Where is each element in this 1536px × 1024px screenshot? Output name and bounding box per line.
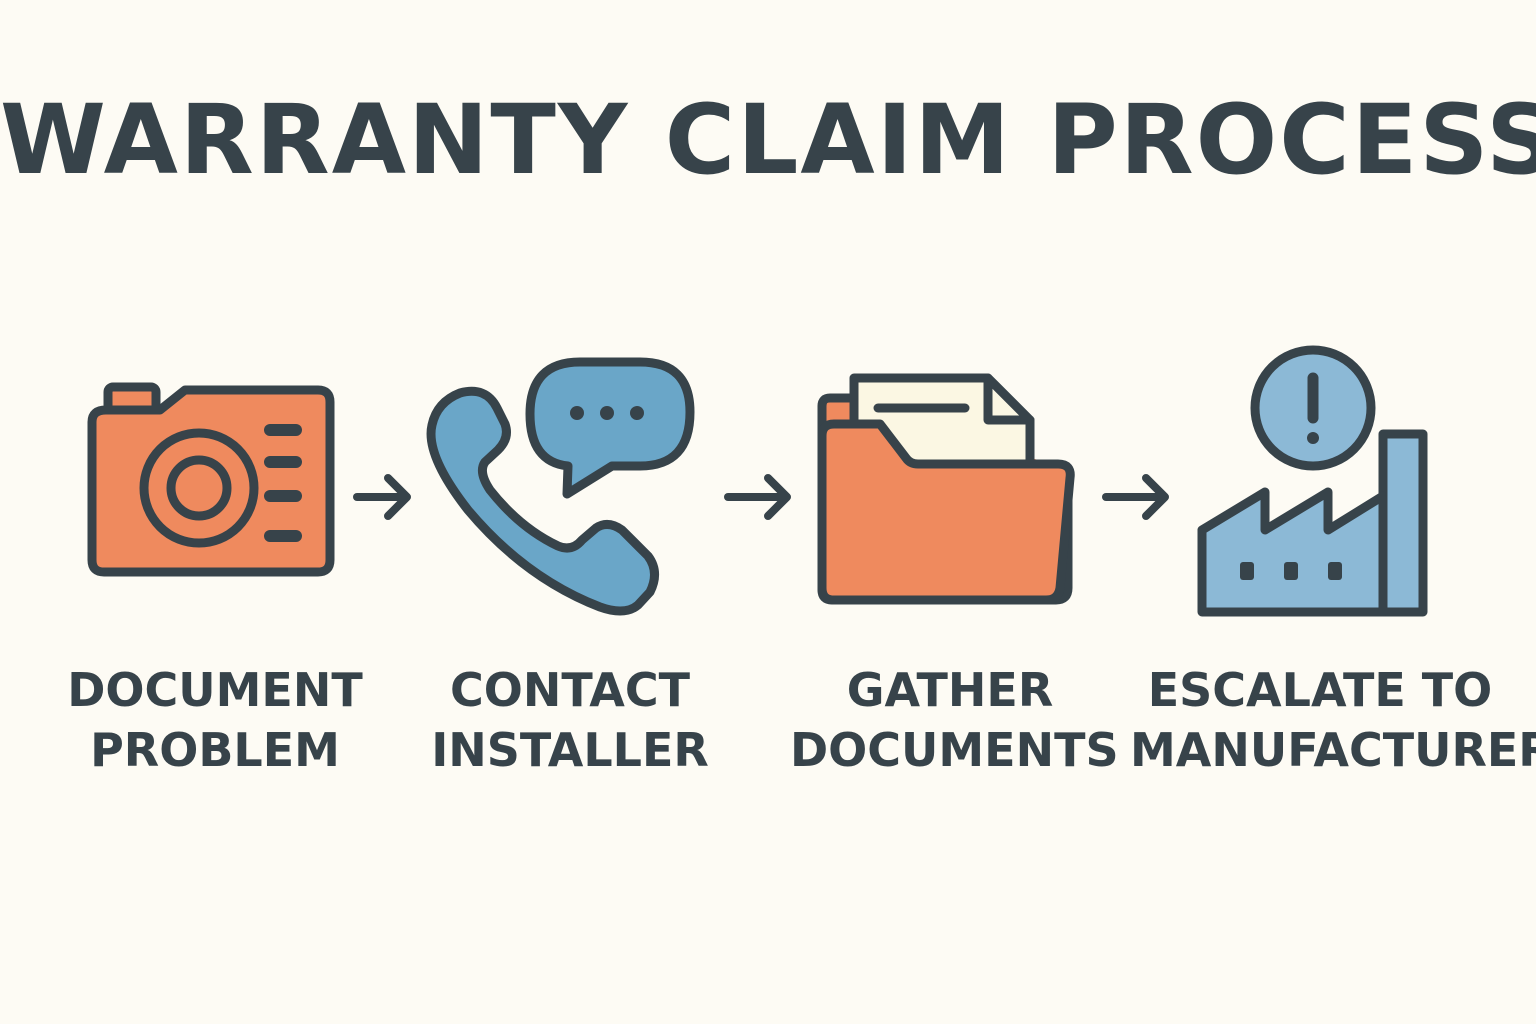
step-label-line: ESCALATE TO — [1147, 663, 1493, 717]
step-label-line: GATHER — [846, 663, 1054, 717]
step-label-escalate-to-manufacturer: ESCALATE TO MANUFACTURER — [1130, 660, 1536, 780]
factory-alert-icon — [1197, 345, 1428, 617]
phone-chat-icon — [426, 357, 695, 616]
step-label-line: PROBLEM — [90, 723, 340, 777]
arrow-right-icon — [724, 474, 791, 520]
step-label-line: DOCUMENTS — [790, 723, 1119, 777]
step-label-line: CONTACT — [450, 663, 690, 717]
arrow-right-icon — [1102, 474, 1169, 520]
page-title: WARRANTY CLAIM PROCESS — [0, 84, 1536, 196]
step-label-line: DOCUMENT — [67, 663, 363, 717]
step-label-document-problem: DOCUMENT PROBLEM — [60, 660, 370, 780]
arrow-right-icon — [353, 474, 411, 520]
step-label-line: MANUFACTURER — [1130, 723, 1536, 777]
step-label-contact-installer: CONTACT INSTALLER — [410, 660, 730, 780]
step-label-line: INSTALLER — [431, 723, 709, 777]
step-label-gather-documents: GATHER DOCUMENTS — [790, 660, 1119, 780]
camera-icon — [87, 382, 335, 577]
folder-icon — [817, 373, 1075, 605]
